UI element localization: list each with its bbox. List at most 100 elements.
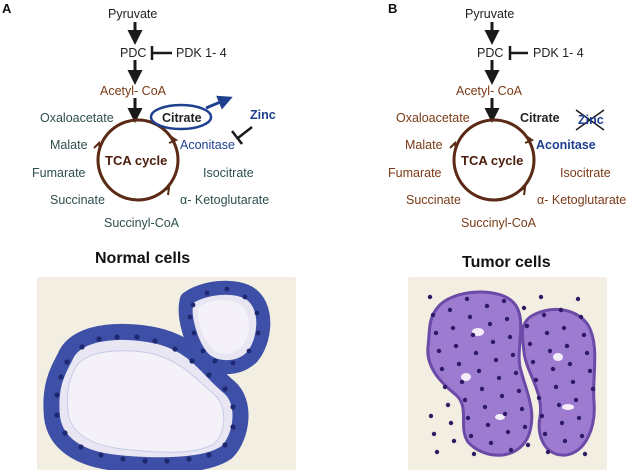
cell-nucleus xyxy=(431,431,437,437)
cell-nucleus xyxy=(582,451,588,457)
cell-nucleus xyxy=(508,447,514,453)
cell-nucleus xyxy=(152,338,158,344)
cell-nucleus xyxy=(502,411,508,417)
cell-nucleus xyxy=(510,352,516,358)
cell-nucleus xyxy=(550,366,556,372)
b-pdk-label: PDK 1- 4 xyxy=(533,46,584,60)
panel-a-letter: A xyxy=(2,1,12,16)
cell-nucleus xyxy=(558,307,564,313)
isocitrate-label: Isocitrate xyxy=(203,166,254,180)
tumor-tissue-drawing xyxy=(426,290,597,457)
cell-nucleus xyxy=(559,420,565,426)
pdk-label: PDK 1- 4 xyxy=(176,46,227,60)
cell-nucleus xyxy=(578,314,584,320)
cell-nucleus xyxy=(242,294,248,300)
cell-nucleus xyxy=(448,420,454,426)
cell-nucleus xyxy=(530,359,536,365)
cell-nucleus xyxy=(493,357,499,363)
cell-nucleus xyxy=(445,402,451,408)
cell-nucleus xyxy=(54,392,60,398)
cell-nucleus xyxy=(462,397,468,403)
b-cycle-arrow-1 xyxy=(524,135,535,144)
succinyl-coa-label: Succinyl-CoA xyxy=(104,216,180,230)
cell-nucleus xyxy=(450,325,456,331)
cell-nucleus xyxy=(451,438,457,444)
cell-nucleus xyxy=(499,393,505,399)
cell-nucleus xyxy=(468,433,474,439)
cell-nucleus xyxy=(573,397,579,403)
cell-nucleus xyxy=(447,307,453,313)
cell-nucleus xyxy=(584,350,590,356)
citrate-highlight-ellipse xyxy=(149,103,213,131)
b-ketoglutarate-label: α- Ketoglutarate xyxy=(537,193,627,207)
cell-nucleus xyxy=(456,361,462,367)
b-cycle-arrow-3 xyxy=(518,186,527,196)
cell-nucleus xyxy=(172,346,178,352)
b-oxaloacetate-label: Oxaloacetate xyxy=(396,111,470,125)
b-cycle-arrow-2 xyxy=(449,140,457,151)
tumor-cells-illustration xyxy=(408,277,607,470)
cell-nucleus xyxy=(544,330,550,336)
cell-nucleus xyxy=(576,415,582,421)
cell-nucleus xyxy=(230,360,236,366)
cell-nucleus xyxy=(230,424,236,430)
cell-nucleus xyxy=(519,406,525,412)
cell-nucleus xyxy=(62,430,68,436)
cell-nucleus xyxy=(547,348,553,354)
cell-nucleus xyxy=(575,296,581,302)
cell-nucleus xyxy=(430,312,436,318)
fumarate-label: Fumarate xyxy=(32,166,86,180)
zinc-label: Zinc xyxy=(250,108,276,122)
zinc-cross-line-2 xyxy=(575,109,605,131)
normal-cells-illustration xyxy=(37,277,296,470)
cell-nucleus xyxy=(507,334,513,340)
acetyl-coa-label: Acetyl- CoA xyxy=(100,84,166,98)
cell-nucleus xyxy=(484,303,490,309)
cell-nucleus xyxy=(98,452,104,458)
cell-nucleus xyxy=(442,384,448,390)
cell-nucleus xyxy=(485,422,491,428)
cell-nucleus xyxy=(459,379,465,385)
panel-b-letter: B xyxy=(388,1,398,16)
zinc-inhibition-bar xyxy=(231,130,243,145)
b-zinc-label: Zinc xyxy=(578,113,604,127)
cell-nucleus xyxy=(471,451,477,457)
cell-nucleus xyxy=(542,431,548,437)
cell-nucleus xyxy=(222,386,228,392)
cell-nucleus xyxy=(476,368,482,374)
cell-nucleus xyxy=(545,449,551,455)
cell-nucleus xyxy=(96,336,102,342)
b-aconitase-label: Aconitase xyxy=(536,138,596,152)
cell-nucleus xyxy=(212,358,218,364)
cell-nucleus xyxy=(187,314,193,320)
cell-nucleus xyxy=(527,341,533,347)
normal-cells-caption: Normal cells xyxy=(95,250,191,267)
pyruvate-label: Pyruvate xyxy=(108,7,158,21)
cell-nucleus xyxy=(496,375,502,381)
cell-nucleus xyxy=(490,339,496,345)
cell-nucleus xyxy=(567,361,573,367)
cell-nucleus xyxy=(428,413,434,419)
cell-nucleus xyxy=(556,402,562,408)
cell-nucleus xyxy=(473,350,479,356)
b-pdc-label: PDC xyxy=(477,46,504,60)
cell-nucleus xyxy=(206,452,212,458)
cell-nucleus xyxy=(230,404,236,410)
cell-nucleus xyxy=(562,438,568,444)
cell-nucleus xyxy=(433,330,439,336)
cell-nucleus xyxy=(541,312,547,318)
cell-nucleus xyxy=(190,302,196,308)
b-tca-cycle-label: TCA cycle xyxy=(461,153,524,168)
cell-nucleus xyxy=(553,384,559,390)
normal-tissue-drawing xyxy=(43,280,271,470)
cell-nucleus xyxy=(561,325,567,331)
cell-nucleus xyxy=(470,332,476,338)
b-citrate-label: Citrate xyxy=(520,111,560,125)
cell-nucleus xyxy=(64,359,70,365)
cell-nucleus xyxy=(533,377,539,383)
cell-nucleus xyxy=(464,296,470,302)
cell-nucleus xyxy=(579,433,585,439)
cell-nucleus xyxy=(191,330,197,336)
